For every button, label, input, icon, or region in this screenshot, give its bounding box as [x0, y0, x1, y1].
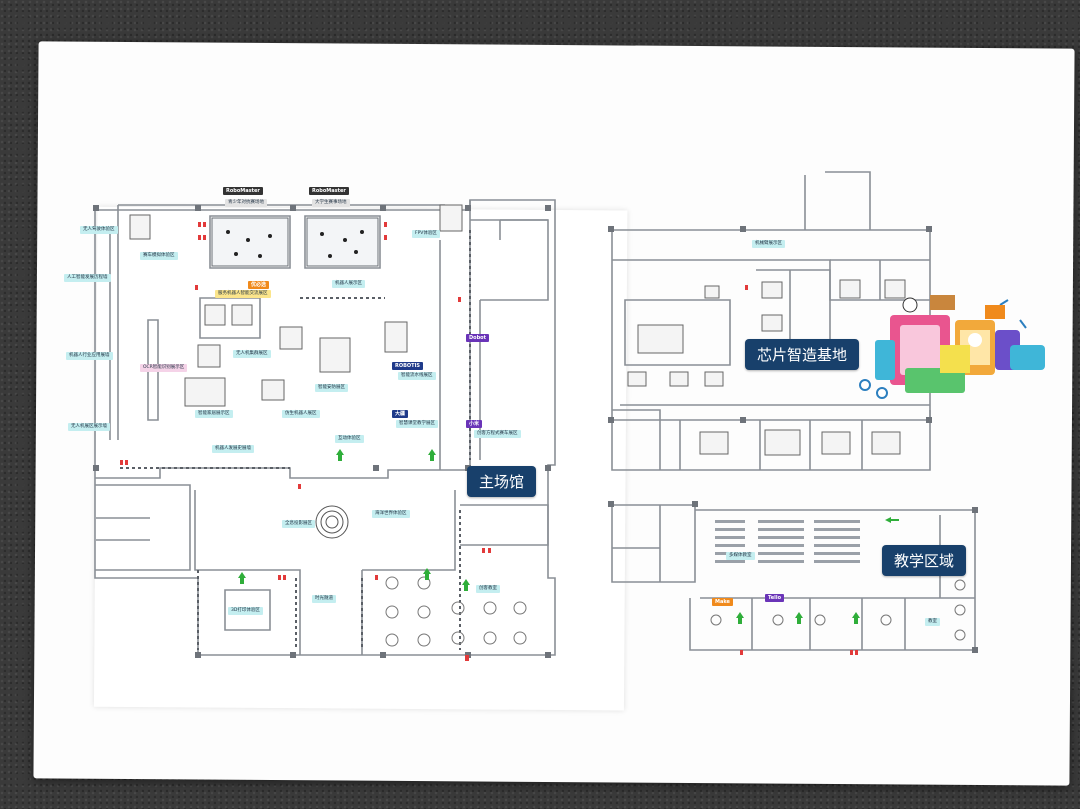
brand-logo: Tello: [765, 594, 785, 602]
area-label-chip-base[interactable]: 芯片智造基地: [745, 339, 860, 370]
zone-label: 机器人发展史展墙: [212, 445, 254, 453]
zone-label: 无人驾驶体验区: [80, 226, 118, 234]
zone-label: 教室: [925, 618, 940, 626]
brand-logo: RoboMaster: [223, 187, 263, 195]
brand-logo: 小米: [466, 420, 483, 428]
zone-label: 仿生机器人展区: [282, 410, 320, 418]
brand-logo: Make: [712, 598, 733, 606]
zone-label: 智能安防展区: [315, 384, 348, 392]
zone-label: 时光隧道: [312, 595, 336, 603]
area-label-teaching-area[interactable]: 教学区域: [882, 545, 967, 576]
chip-base-illustration: [859, 295, 1045, 399]
zone-label: 智能家居展示区: [195, 410, 233, 418]
zone-label: 赛车模拟体验区: [140, 252, 178, 260]
brand-logo: 优必选: [248, 281, 270, 289]
brand-logo: Dobot: [466, 334, 489, 342]
brand-logo: ROBOTIS: [392, 362, 424, 370]
zone-label: 人工智能发展历程墙: [64, 274, 111, 282]
zone-label: 3D打印体验区: [228, 607, 263, 615]
zone-label: FPV体验区: [412, 230, 440, 238]
zone-label: 服务机器人智能交流展区: [215, 290, 271, 298]
zone-label: 智能流水线展区: [398, 372, 436, 380]
zone-label: 无人机集群展区: [233, 350, 271, 358]
zone-label: 青少年对抗赛场地: [225, 199, 267, 207]
zone-label: 智慧课堂教学展区: [396, 420, 438, 428]
zone-label: 全息投影展区: [282, 520, 315, 528]
zone-label: 机器人行业应用展墙: [66, 352, 113, 360]
zone-label: OCR智能识别展示区: [140, 364, 188, 372]
zone-label: 机器人展示区: [332, 280, 365, 288]
zone-label: 海洋世界体验区: [372, 510, 410, 518]
brand-logo: RoboMaster: [309, 187, 349, 195]
zone-label: 多媒体教室: [726, 552, 755, 560]
zone-label: 互动体验区: [335, 435, 364, 443]
zone-label: 无人机展区展示墙: [68, 423, 110, 431]
brand-logo: 大疆: [392, 410, 409, 418]
zone-label: 机械臂展示区: [752, 240, 785, 248]
zone-label: 创客方程式赛车展区: [474, 430, 521, 438]
area-label-main-hall[interactable]: 主场馆: [467, 466, 537, 497]
zone-label: 创客教室: [476, 585, 500, 593]
zone-label: 大学生赛事场地: [312, 199, 350, 207]
